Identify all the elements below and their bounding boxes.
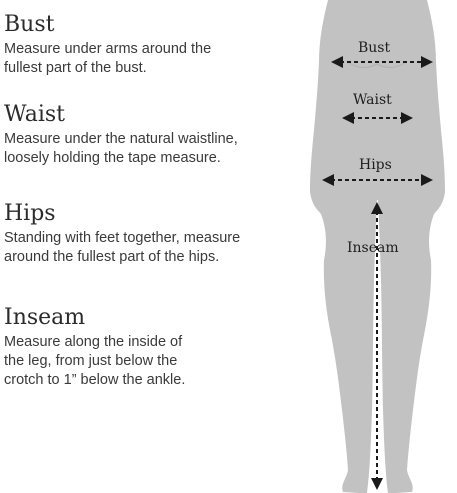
waist-figure-label: Waist bbox=[353, 92, 392, 108]
body-silhouette bbox=[310, 0, 445, 493]
hips-description-line: Standing with feet together, measure bbox=[4, 230, 241, 246]
inseam-description: Measure along the inside of the leg, fro… bbox=[4, 333, 304, 390]
inseam-title: Inseam bbox=[4, 305, 86, 330]
waist-description-line: loosely holding the tape measure. bbox=[4, 150, 221, 166]
inseam-description-line: the leg, from just below the bbox=[4, 353, 178, 369]
waist-section: Waist Measure under the natural waistlin… bbox=[4, 102, 304, 168]
waist-description-line: Measure under the natural waistline, bbox=[4, 131, 238, 147]
hips-section: Hips Standing with feet together, measur… bbox=[4, 201, 304, 267]
inseam-figure-label: Inseam bbox=[347, 240, 399, 256]
hips-figure-label: Hips bbox=[359, 157, 392, 173]
waist-title: Waist bbox=[4, 102, 65, 127]
bust-title: Bust bbox=[4, 12, 55, 37]
waist-description: Measure under the natural waistline, loo… bbox=[4, 130, 304, 168]
inseam-section: Inseam Measure along the inside of the l… bbox=[4, 305, 304, 390]
bust-description: Measure under arms around the fullest pa… bbox=[4, 40, 304, 78]
bust-description-line: Measure under arms around the bbox=[4, 41, 212, 57]
bust-description-line: fullest part of the bust. bbox=[4, 60, 147, 76]
bust-figure-label: Bust bbox=[358, 40, 391, 56]
hips-description-line: around the fullest part of the hips. bbox=[4, 249, 220, 265]
hips-title: Hips bbox=[4, 201, 56, 226]
inseam-description-line: crotch to 1” below the ankle. bbox=[4, 372, 186, 388]
hips-description: Standing with feet together, measure aro… bbox=[4, 229, 304, 267]
bust-section: Bust Measure under arms around the fulle… bbox=[4, 12, 304, 78]
inseam-description-line: Measure along the inside of bbox=[4, 334, 183, 350]
body-figure: Bust Waist Hips Inseam bbox=[300, 0, 457, 493]
